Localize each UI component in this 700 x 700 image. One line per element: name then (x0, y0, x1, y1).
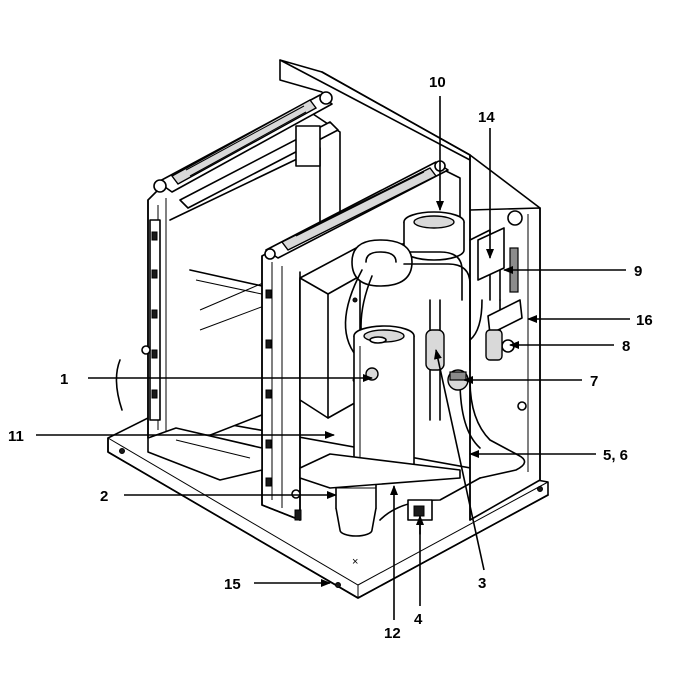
receiver-tank (403, 211, 465, 261)
callout-leaders (36, 96, 630, 620)
callout-7: 7 (590, 373, 598, 390)
rear-coil-header (153, 91, 339, 209)
callout-5-6: 5, 6 (603, 447, 628, 464)
callout-1: 1 (60, 371, 68, 388)
svg-text:×: × (352, 556, 358, 568)
callout-2: 2 (100, 488, 108, 505)
front-coil-header (264, 160, 449, 260)
callout-3: 3 (478, 575, 486, 592)
callout-10: 10 (429, 74, 446, 91)
callout-16: 16 (636, 312, 653, 329)
leader-3 (434, 349, 485, 571)
callout-8: 8 (622, 338, 630, 355)
control-box (299, 245, 361, 419)
callout-15: 15 (224, 576, 241, 593)
unit-drawing: × (107, 59, 549, 599)
callout-14: 14 (478, 109, 495, 126)
drain-pan (147, 427, 461, 489)
compressor (353, 325, 415, 481)
callout-9: 9 (634, 263, 642, 280)
callout-11: 11 (8, 428, 24, 445)
callout-12: 12 (384, 625, 401, 642)
callout-4: 4 (414, 611, 423, 628)
callout-labels: 1 2 3 4 5, 6 7 8 9 10 11 12 14 15 16 (8, 74, 653, 642)
